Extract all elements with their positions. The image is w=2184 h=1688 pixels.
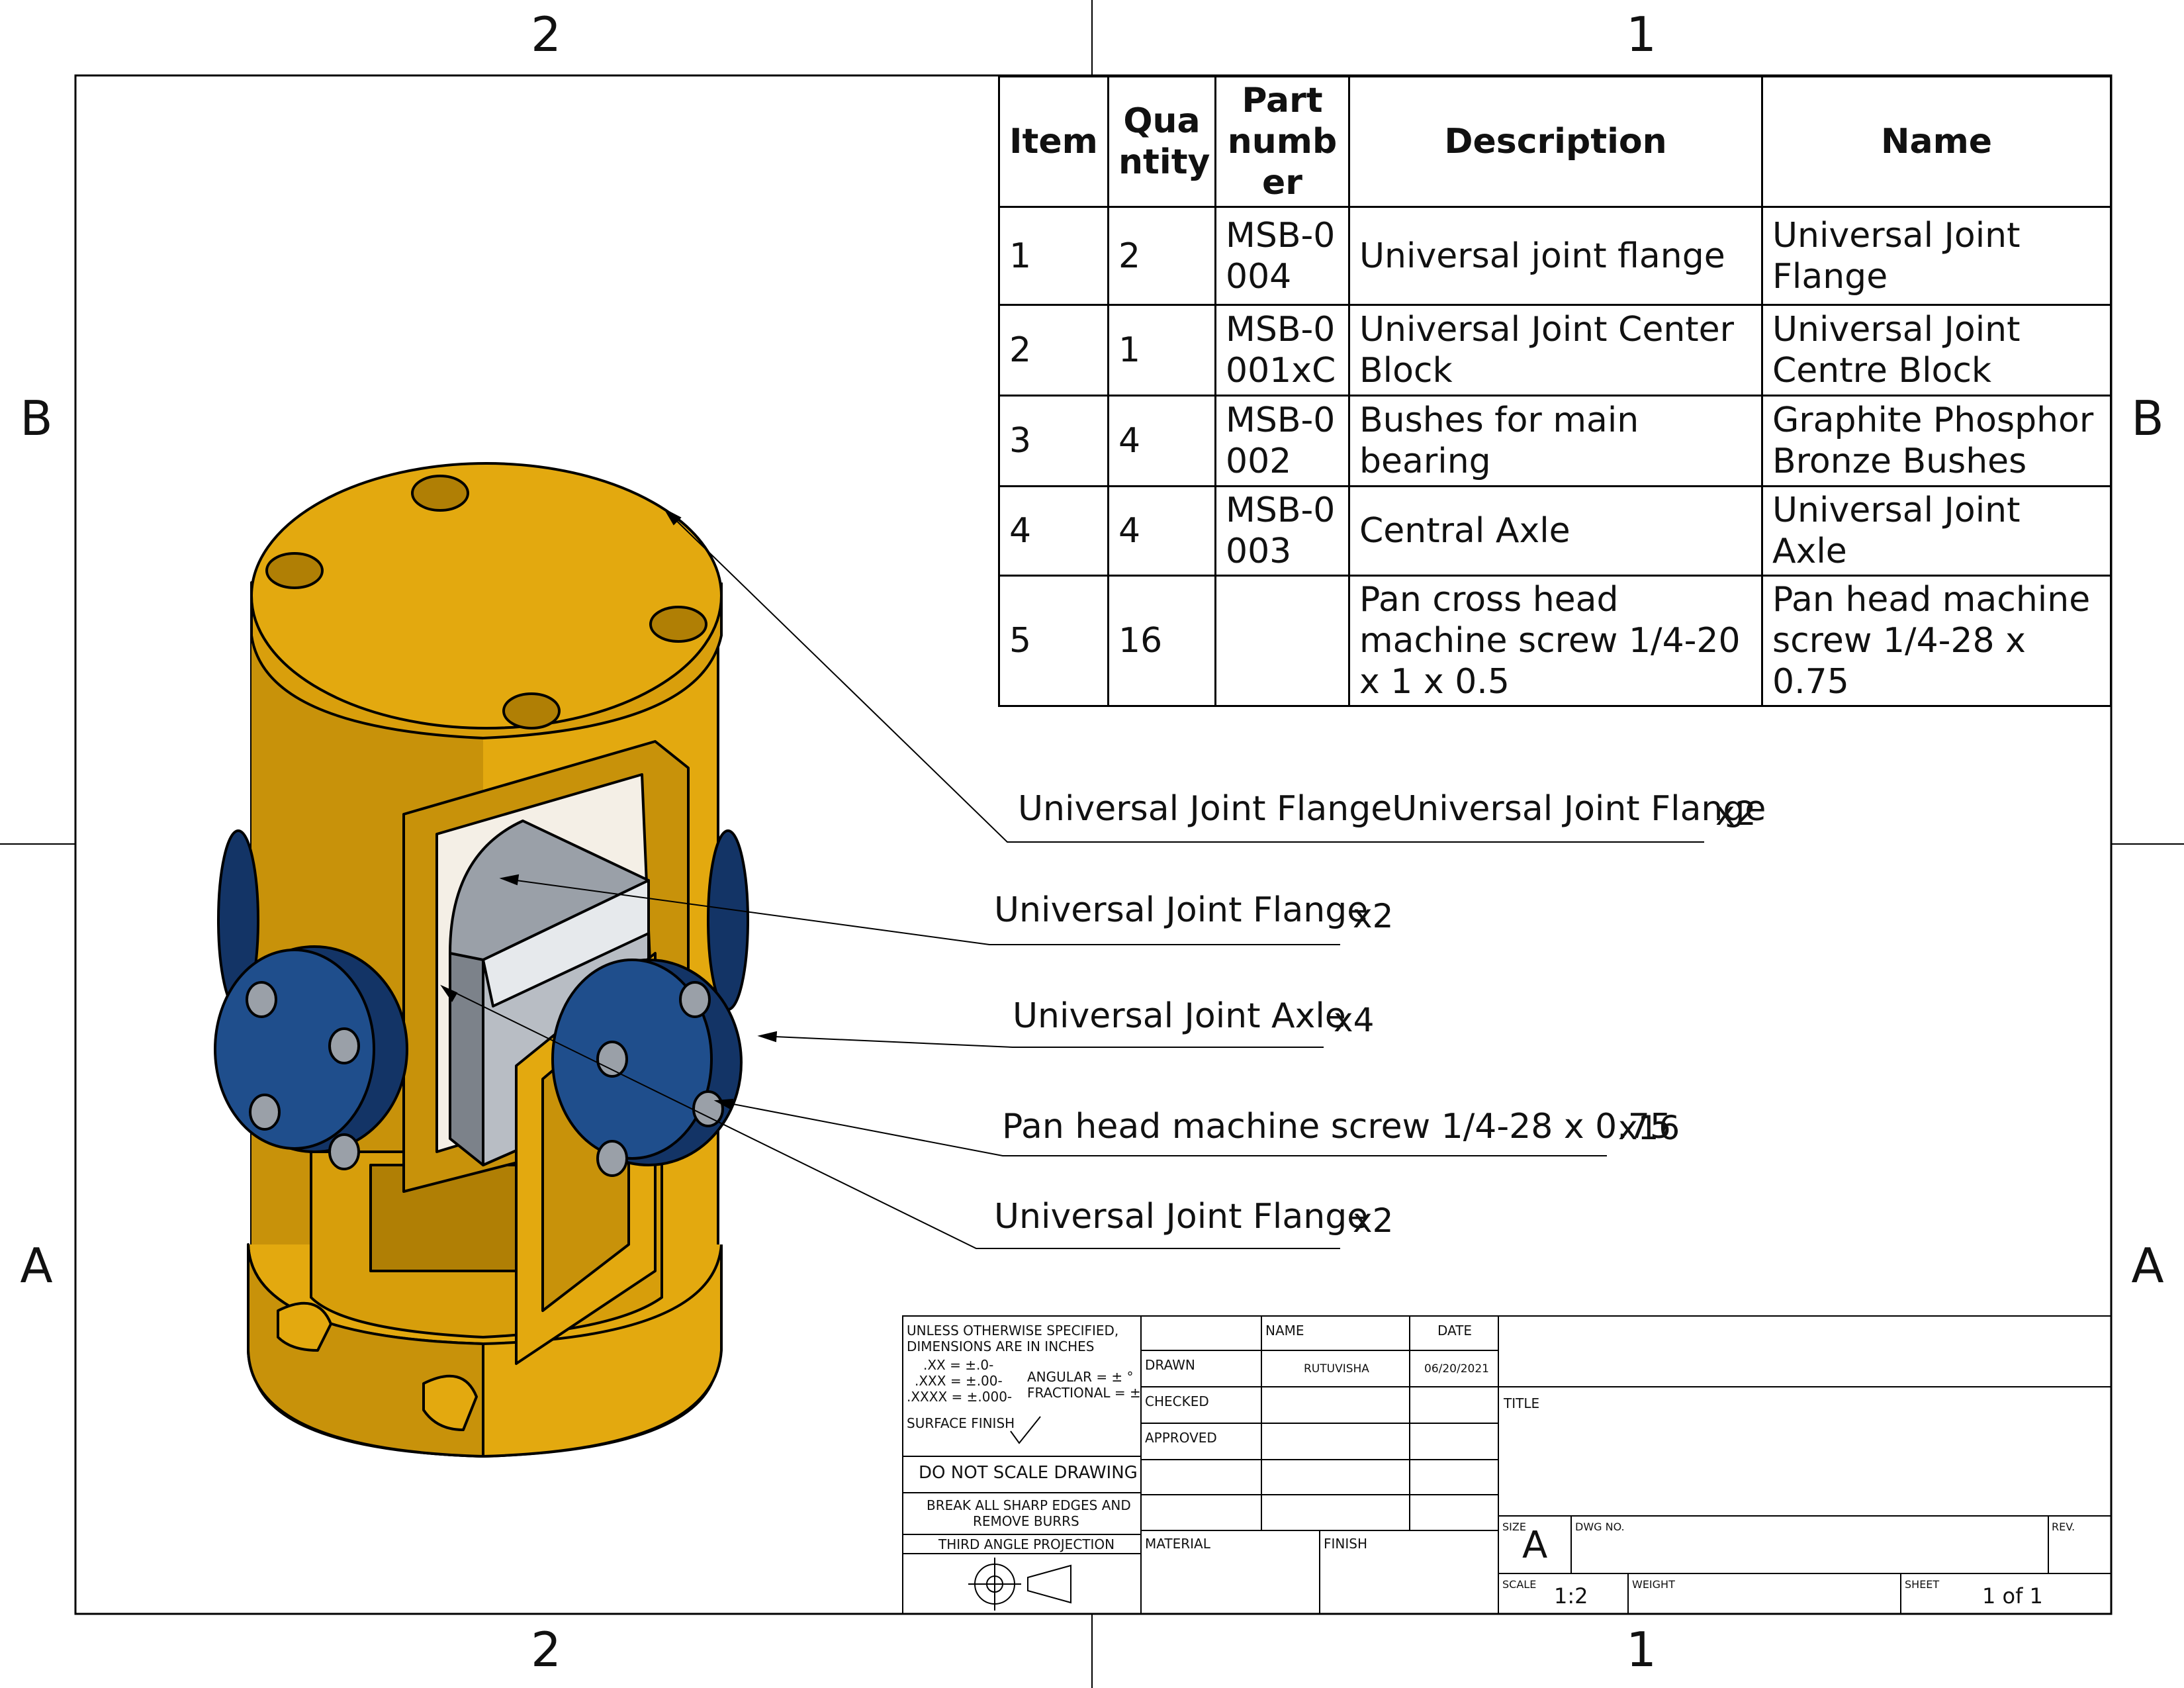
bom-name: Universal Joint Axle [1761,485,2112,577]
callout-label: Universal Joint FlangeUniversal Joint Fl… [1018,789,1766,829]
rev-label: REV. [2052,1521,2075,1533]
zone-label-top-1: 1 [1626,7,1657,62]
scale-value: 1:2 [1554,1583,1588,1609]
surface-finish-label: SURFACE FINISH [907,1415,1015,1431]
bom-name: Pan head machine screw 1/4-28 x 0.75 [1761,575,2112,707]
zone-label-left-a: A [20,1238,53,1293]
bom-quantity: 4 [1107,485,1216,577]
callout-quantity: x2 [1353,1201,1394,1240]
break-edges-note: BREAK ALL SHARP EDGES AND [927,1497,1131,1513]
callout-quantity: x2 [1353,897,1394,935]
checked-label: CHECKED [1145,1393,1209,1409]
surface-finish-symbol [1010,1416,1041,1444]
callout-label: Universal Joint Flange [994,1197,1369,1237]
tolerance-note: FRACTIONAL = ± [1027,1385,1141,1401]
bom-quantity: 4 [1107,395,1216,487]
tolerance-note: ANGULAR = ± ° [1027,1369,1134,1385]
bom-item: 2 [998,304,1109,397]
zone-label-left-b: B [20,391,53,446]
bom-header-item: Item [998,75,1109,208]
date-header: DATE [1437,1323,1473,1338]
finish-label: FINISH [1324,1536,1367,1552]
zone-label-right-a: A [2131,1238,2164,1293]
bom-header-row: Item Qua ntity Part numb er Description … [998,75,2112,208]
drawn-label: DRAWN [1145,1357,1195,1373]
dwg-no-label: DWG NO. [1575,1521,1625,1533]
sheet-label: SHEET [1905,1578,1940,1591]
bom-part-number: MSB-0 004 [1214,206,1350,306]
callout-label: Universal Joint Axle [1013,996,1346,1036]
projection-note: THIRD ANGLE PROJECTION [938,1536,1115,1552]
callout-quantity: x2 [1715,794,1756,833]
bom-part-number: MSB-0 002 [1214,395,1350,487]
callout-leaders [440,508,1704,1249]
bom-row: 1 2 MSB-0 004 Universal joint flange Uni… [998,206,2112,306]
tolerance-note: UNLESS OTHERWISE SPECIFIED, [907,1323,1119,1338]
bom-part-number [1214,575,1350,707]
callout-label: Pan head machine screw 1/4-28 x 0.75 [1002,1107,1672,1147]
approved-label: APPROVED [1145,1430,1217,1446]
break-edges-note: REMOVE BURRS [973,1513,1079,1529]
bom-header-quantity: Qua ntity [1107,75,1216,208]
weight-label: WEIGHT [1632,1578,1675,1591]
drawn-date: 06/20/2021 [1424,1362,1489,1376]
zone-label-right-b: B [2131,391,2164,446]
drawn-name: RUTUVISHA [1304,1362,1369,1376]
bom-item: 3 [998,395,1109,487]
do-not-scale-note: DO NOT SCALE DRAWING [919,1463,1138,1483]
size-value: A [1522,1524,1548,1567]
bom-description: Pan cross head machine screw 1/4-20 x 1 … [1348,575,1763,707]
name-header: NAME [1265,1323,1304,1338]
bom-quantity: 2 [1107,206,1216,306]
callout-quantity: x4 [1334,1001,1375,1039]
zone-label-bottom-2: 2 [531,1622,561,1677]
tolerance-note: DIMENSIONS ARE IN INCHES [907,1338,1095,1354]
bill-of-materials: Item Qua ntity Part numb er Description … [998,75,2112,707]
callout-label: Universal Joint Flange [994,890,1369,930]
bom-row: 5 16 Pan cross head machine screw 1/4-20… [998,575,2112,707]
zone-label-top-2: 2 [531,7,561,62]
bom-part-number: MSB-0 001xC [1214,304,1350,397]
third-angle-projection-symbol [968,1558,1071,1611]
bom-name: Graphite Phosphor Bronze Bushes [1761,395,2112,487]
bom-item: 5 [998,575,1109,707]
bom-header-name: Name [1761,75,2112,208]
tolerance-note: .XX = ±.0- [923,1357,994,1373]
bom-header-description: Description [1348,75,1763,208]
bom-header-part-number: Part numb er [1214,75,1350,208]
zone-label-bottom-1: 1 [1626,1622,1657,1677]
bom-item: 4 [998,485,1109,577]
bom-part-number: MSB-0 003 [1214,485,1350,577]
bom-row: 2 1 MSB-0 001xC Universal Joint Center B… [998,304,2112,397]
bom-quantity: 1 [1107,304,1216,397]
bom-row: 3 4 MSB-0 002 Bushes for main bearing Gr… [998,395,2112,487]
bom-name: Universal Joint Flange [1761,206,2112,306]
bom-name: Universal Joint Centre Block [1761,304,2112,397]
scale-label: SCALE [1502,1578,1537,1591]
material-label: MATERIAL [1145,1536,1210,1552]
callout-quantity: x16 [1618,1109,1680,1147]
universal-joint-illustration [214,462,749,1458]
tolerance-note: .XXXX = ±.000- [907,1389,1013,1405]
bom-row: 4 4 MSB-0 003 Central Axle Universal Joi… [998,485,2112,577]
title-label: TITLE [1504,1395,1540,1411]
sheet-value: 1 of 1 [1982,1583,2043,1609]
size-label: SIZE [1502,1521,1526,1533]
bom-description: Universal joint flange [1348,206,1763,306]
bom-description: Universal Joint Center Block [1348,304,1763,397]
title-block-grid [902,1315,2112,1615]
bom-description: Bushes for main bearing [1348,395,1763,487]
bom-item: 1 [998,206,1109,306]
bom-description: Central Axle [1348,485,1763,577]
tolerance-note: .XXX = ±.00- [915,1373,1003,1389]
bom-quantity: 16 [1107,575,1216,707]
